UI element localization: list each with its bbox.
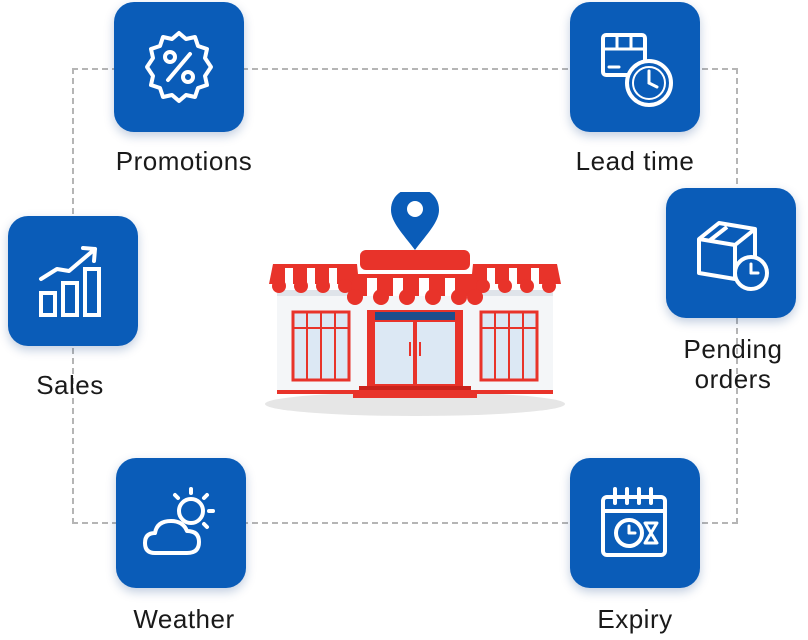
location-pin-icon (391, 192, 439, 250)
expiry-label: Expiry (597, 604, 673, 634)
pending-orders-tile (666, 188, 796, 318)
pending-orders-label-line2: orders (694, 364, 772, 394)
store-illustration (265, 192, 565, 416)
promotions-label: Promotions (115, 146, 253, 176)
box-clock-icon (697, 221, 769, 291)
lead-time-label: Lead time (575, 146, 695, 176)
box-clock-icon (601, 33, 673, 107)
bar-chart-growth-icon (39, 246, 101, 317)
sun-cloud-icon (143, 487, 215, 555)
weather-tile (116, 458, 246, 588)
percent-badge-icon (145, 31, 213, 103)
weather-label: Weather (133, 604, 235, 634)
sales-tile (8, 216, 138, 346)
pending-orders-label-line1: Pending (683, 334, 783, 364)
promotions-tile (114, 2, 244, 132)
calendar-hourglass-icon (601, 487, 667, 557)
sales-label: Sales (36, 370, 104, 400)
lead-time-tile (570, 2, 700, 132)
expiry-tile (570, 458, 700, 588)
